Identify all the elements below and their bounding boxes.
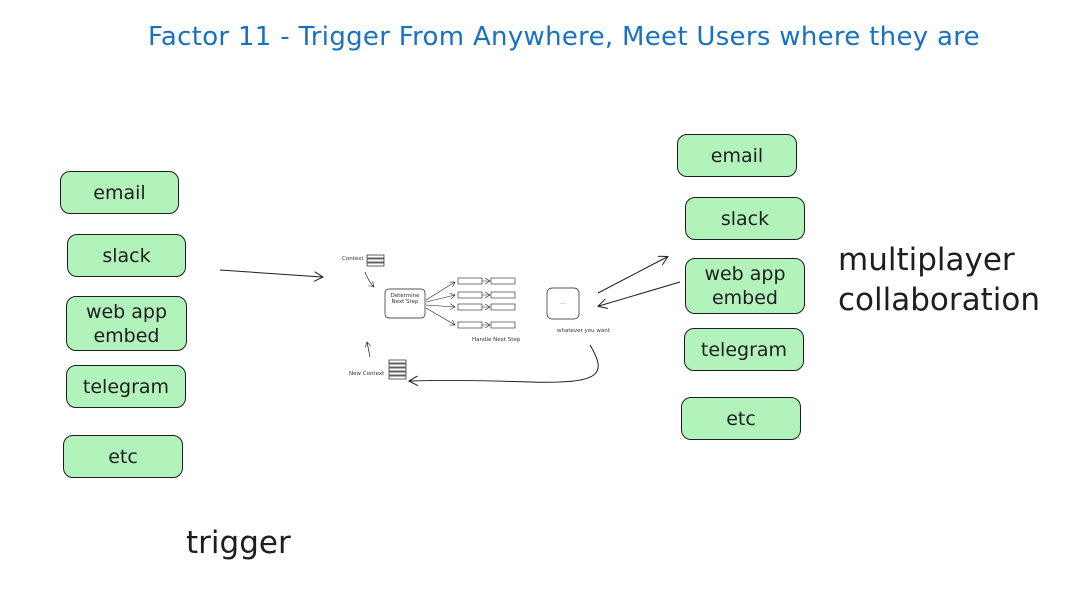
handle-next-step-label: Handle Next Step — [472, 337, 521, 343]
loop-back-arrow — [410, 344, 599, 382]
context-label: Context — [342, 256, 364, 262]
new-context-label: New Context — [349, 371, 385, 377]
trigger-arrow — [219, 269, 322, 277]
output-box — [546, 287, 580, 320]
determine-next-step-box — [384, 288, 426, 319]
left-channel-web-app-embed: web app embed — [66, 296, 187, 351]
whatever-you-want-label: whatever you want — [557, 328, 610, 334]
trigger-label: trigger — [186, 525, 291, 561]
context-stack-icon — [366, 254, 385, 267]
handle-next-step-boxes — [457, 277, 516, 329]
new-context-stack-icon — [388, 359, 407, 380]
right-channel-web-app-embed: web app embed — [685, 258, 805, 314]
right-channel-slack: slack — [685, 197, 805, 240]
right-channel-email: email — [677, 134, 797, 177]
left-channel-telegram: telegram — [66, 365, 186, 408]
determine-next-step-label: Determine Next Step — [390, 293, 420, 305]
left-channel-etc: etc — [63, 435, 183, 478]
output-box-label: ... — [560, 300, 566, 306]
diagram-title: Factor 11 - Trigger From Anywhere, Meet … — [148, 22, 980, 52]
right-channel-etc: etc — [681, 397, 801, 440]
left-channel-slack: slack — [67, 234, 186, 277]
out-arrow — [597, 257, 667, 294]
right-channel-telegram: telegram — [684, 328, 804, 371]
left-channel-email: email — [60, 171, 179, 214]
in-arrow — [599, 281, 681, 306]
multiplayer-collaboration-label: multiplayer collaboration — [838, 242, 1040, 318]
